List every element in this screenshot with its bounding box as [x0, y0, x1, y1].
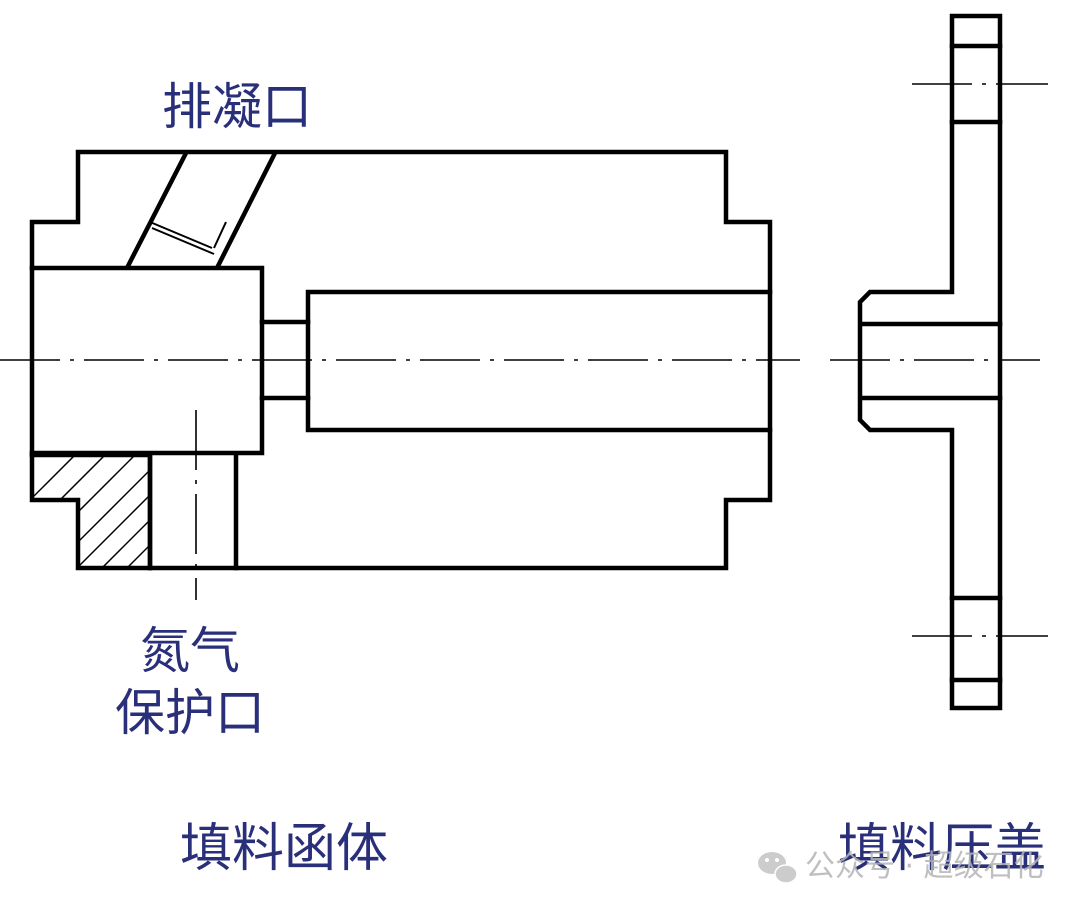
body-outer-contour — [29, 149, 773, 571]
nitrogen-port-channel — [147, 452, 239, 571]
drain-port-label: 排凝口 — [162, 78, 312, 136]
watermark: 公众号 · 超级石化 — [758, 849, 1044, 884]
gland-outer-contour — [857, 13, 1003, 711]
gland-part — [830, 13, 1048, 711]
watermark-text: 公众号 · 超级石化 — [805, 849, 1044, 884]
stuffing-box-label: 填料函体 — [180, 819, 388, 879]
gland-label: 填料压盖 — [838, 819, 1046, 879]
stuffing-box-body — [0, 149, 800, 600]
nitrogen-port-label-line1: 氮气 — [140, 622, 240, 680]
bore-neck — [259, 319, 311, 401]
gland-bolt-hole-top — [949, 43, 1003, 125]
wechat-icon — [758, 852, 798, 884]
gland-inner-bore — [859, 321, 1003, 401]
shaft-bore — [305, 289, 773, 433]
nitrogen-port-label-line2: 保护口 — [115, 684, 265, 742]
drain-port-channel — [124, 151, 278, 270]
hatched-section-outline — [29, 452, 153, 571]
gland-bolt-hole-bottom — [949, 595, 1003, 683]
